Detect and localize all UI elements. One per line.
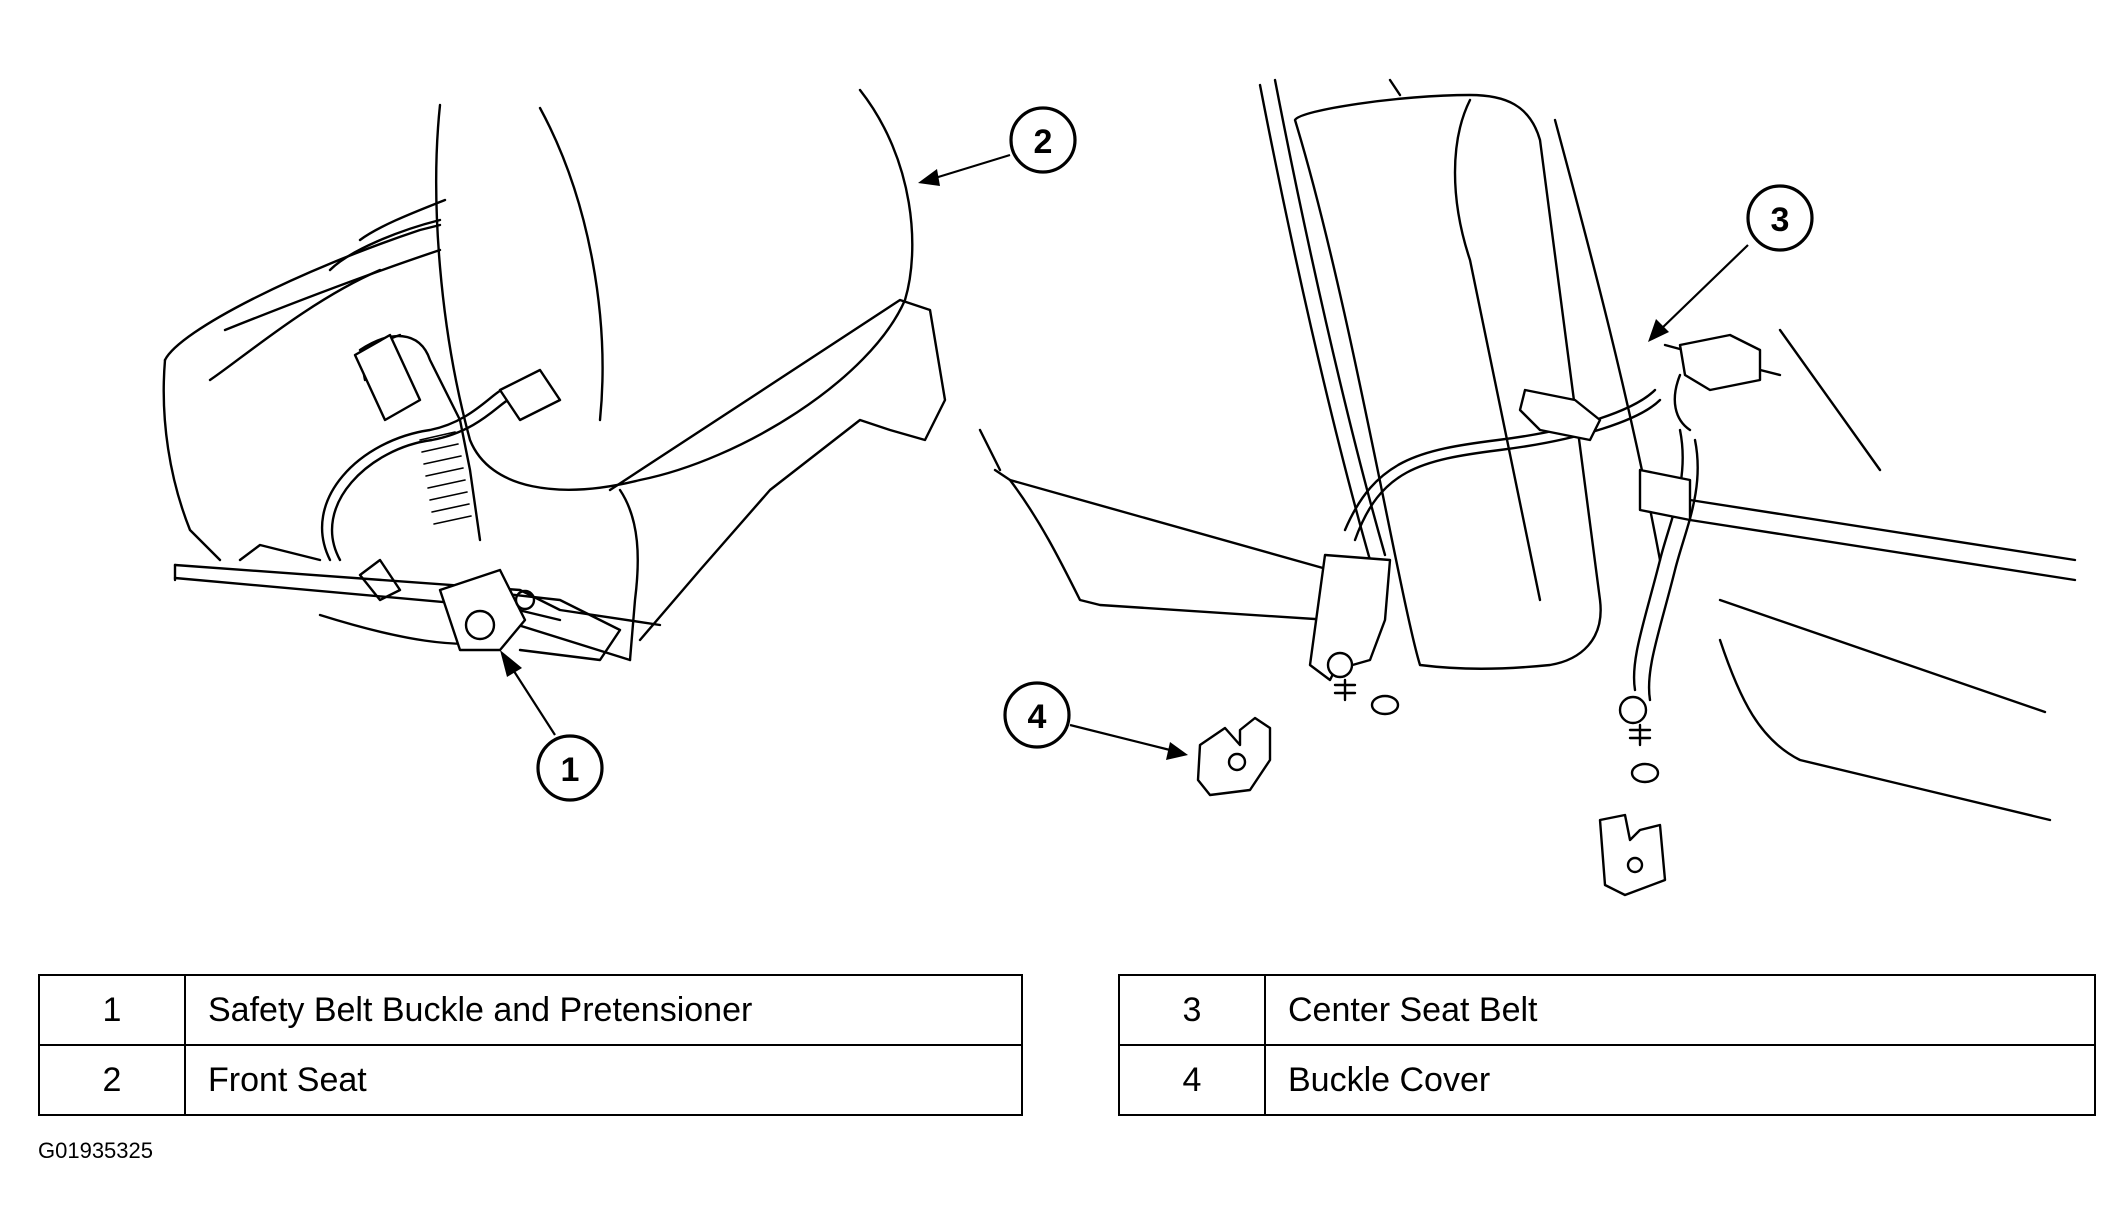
legend-label: Front Seat [184, 1044, 1023, 1116]
callout-1: 1 [500, 650, 604, 802]
callout-4: 4 [1003, 681, 1188, 760]
legend-number: 1 [38, 974, 186, 1046]
legend-row: 1 Safety Belt Buckle and Pretensioner [38, 974, 1023, 1046]
callout-3-number: 3 [1771, 201, 1790, 239]
legend-row: 2 Front Seat [38, 1044, 1023, 1116]
legend-row: 3 Center Seat Belt [1118, 974, 2096, 1046]
legend-row: 4 Buckle Cover [1118, 1044, 2096, 1116]
callout-2-number: 2 [1034, 123, 1053, 161]
front-seat-illustration [162, 88, 947, 662]
legend-label: Safety Belt Buckle and Pretensioner [184, 974, 1023, 1046]
legend-number: 3 [1118, 974, 1266, 1046]
legend-label: Buckle Cover [1264, 1044, 2096, 1116]
figure-code: G01935325 [38, 1138, 153, 1163]
seat-belt-diagram: 1 2 3 4 [162, 78, 2077, 897]
legend-number: 2 [38, 1044, 186, 1116]
callout-1-number: 1 [561, 751, 580, 789]
callout-2: 2 [918, 106, 1077, 186]
legend-number: 4 [1118, 1044, 1266, 1116]
legend-label: Center Seat Belt [1264, 974, 2096, 1046]
callout-3: 3 [1648, 184, 1814, 342]
callout-4-number: 4 [1028, 698, 1047, 736]
center-seat-illustration [978, 78, 2077, 897]
legend-table-right: 3 Center Seat Belt 4 Buckle Cover [1118, 974, 2096, 1116]
legend-table-left: 1 Safety Belt Buckle and Pretensioner 2 … [38, 974, 1023, 1116]
